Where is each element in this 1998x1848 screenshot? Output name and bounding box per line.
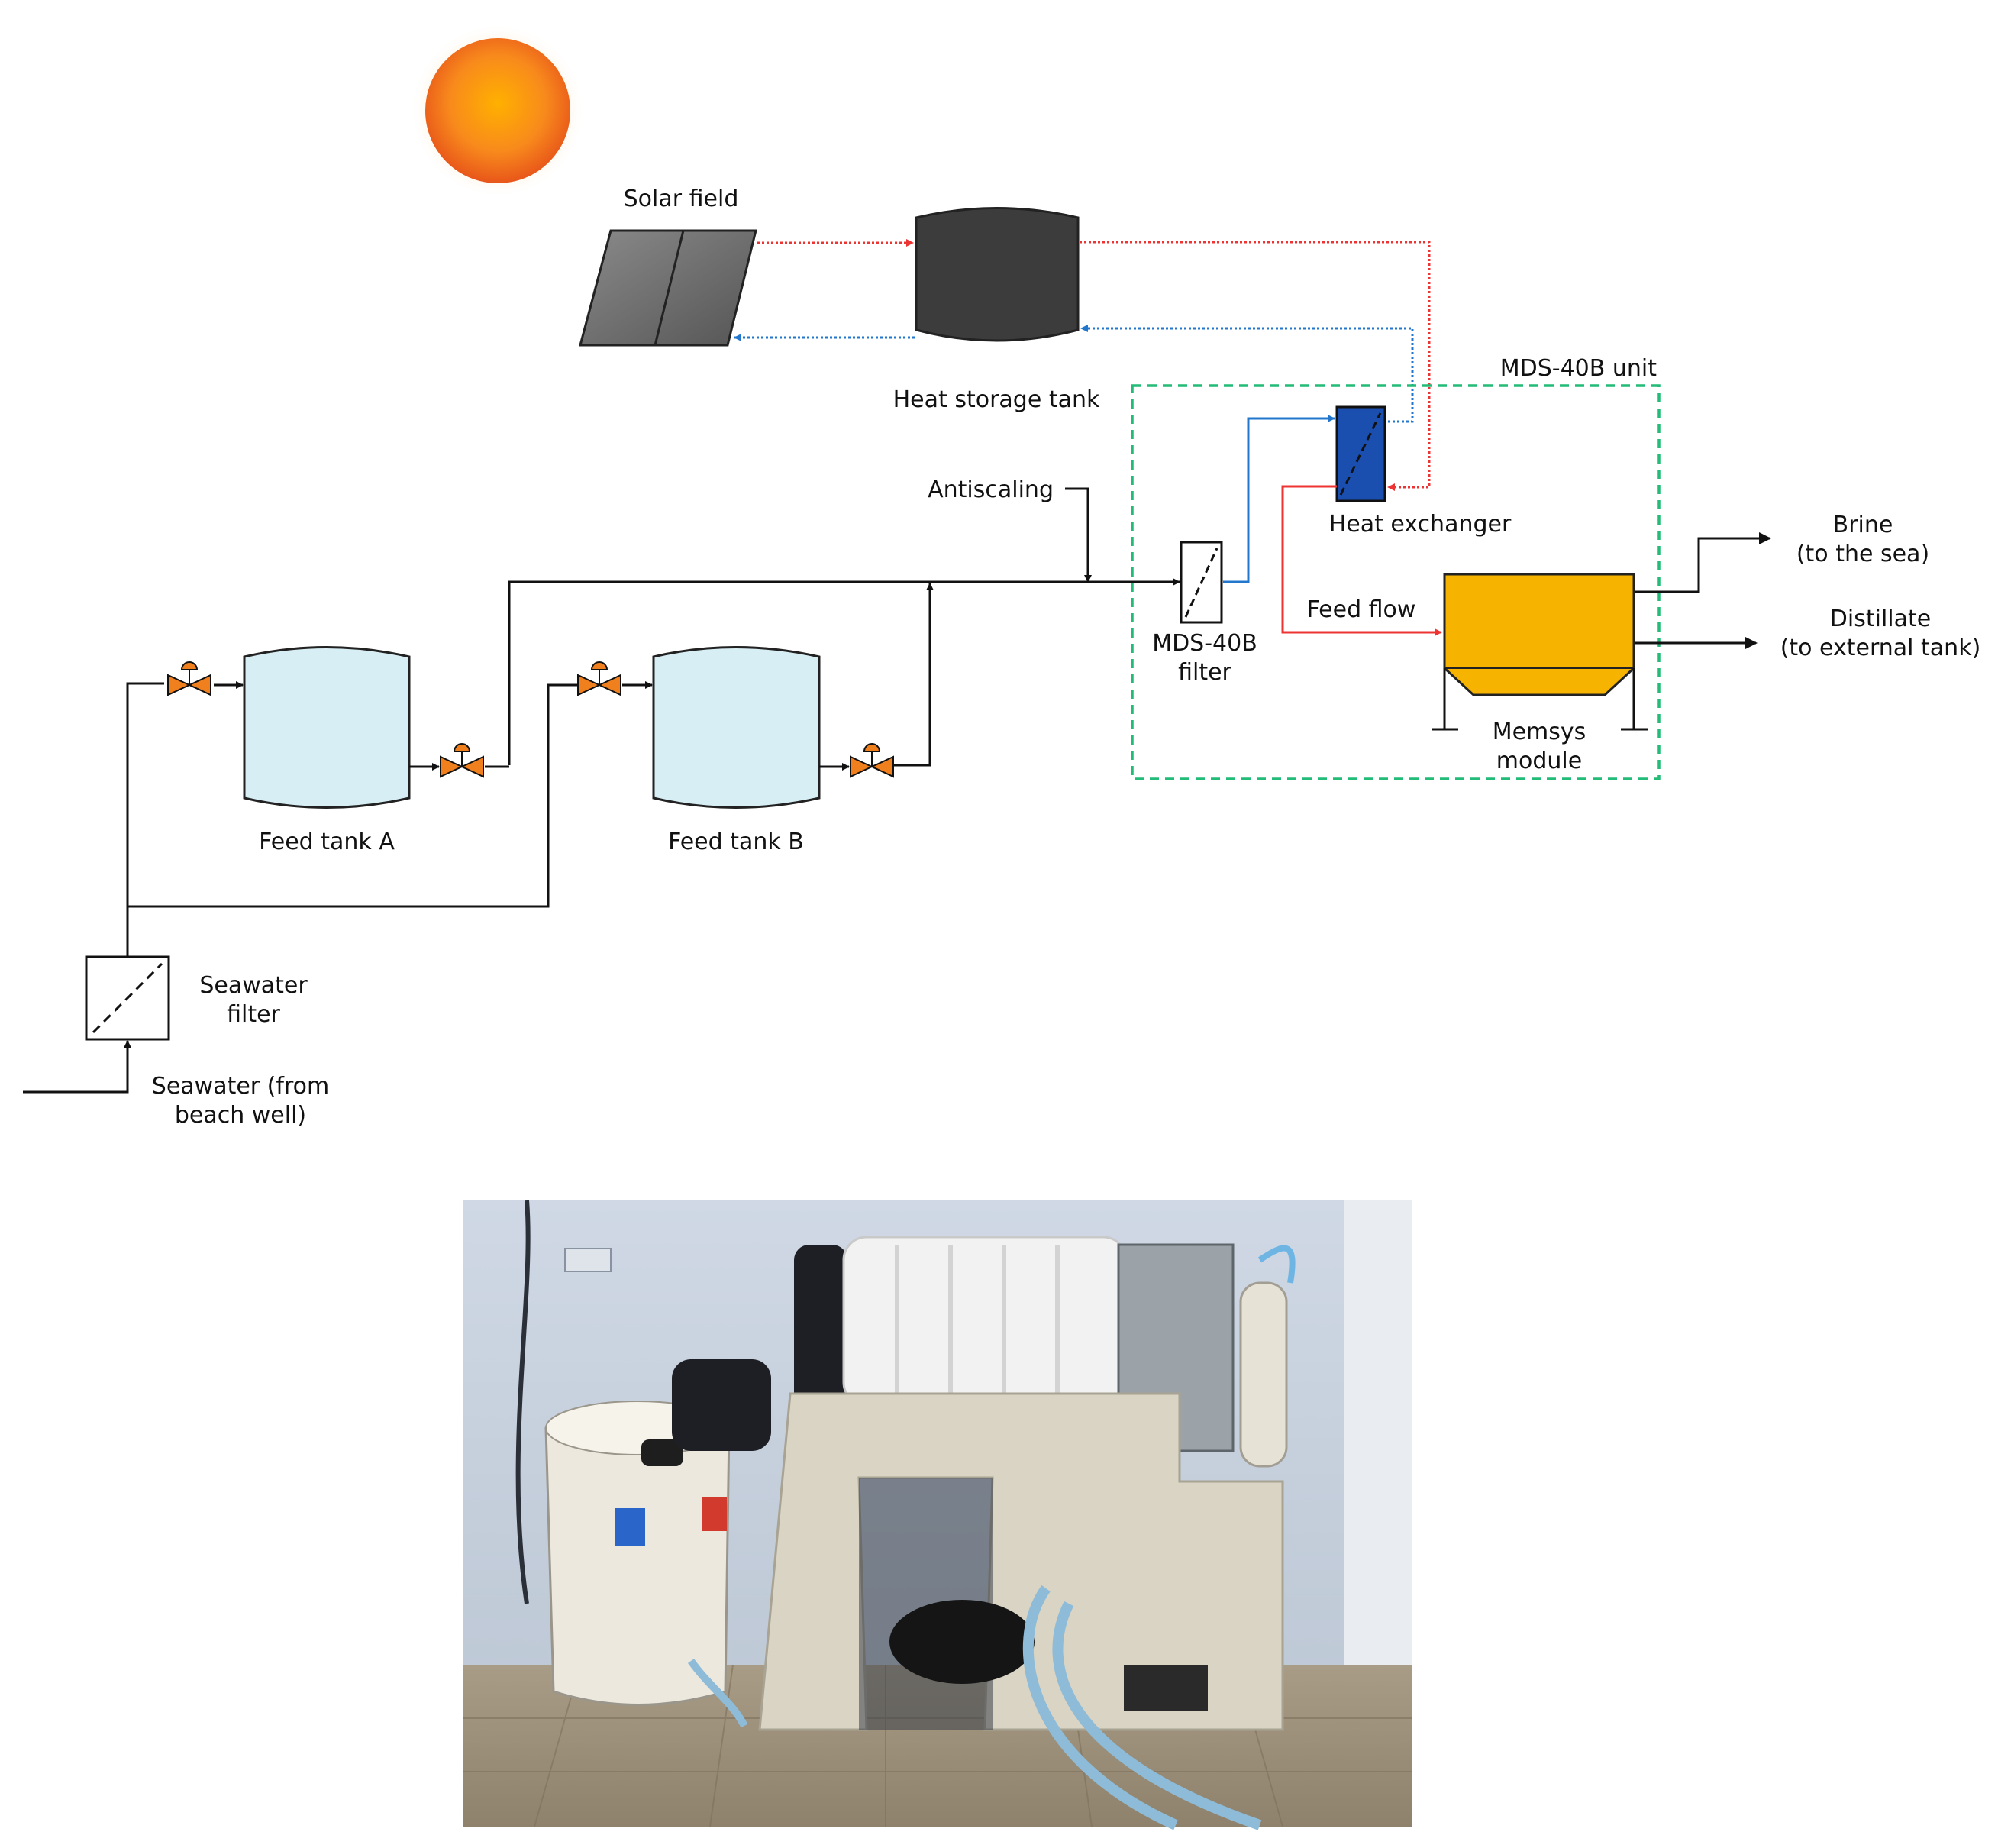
seawater-riser [126, 682, 164, 957]
brine-line [1635, 532, 1771, 593]
valve-icon[interactable] [440, 743, 484, 778]
heat-storage-tank [915, 207, 1080, 342]
feed-flow-line [1281, 485, 1442, 636]
distillate-label-1: Distillate [1830, 606, 1931, 632]
seawater-source-label-2: beach well) [175, 1102, 306, 1129]
main-feed-header [508, 578, 1180, 765]
seawater-inlet-line [23, 1040, 131, 1094]
sun-icon [410, 23, 586, 199]
feed-tank-a-label: Feed tank A [259, 829, 395, 855]
brine-label-1: Brine [1833, 512, 1893, 538]
mds-unit-label: MDS-40B unit [1500, 355, 1657, 382]
brine-label-2: (to the sea) [1796, 541, 1929, 567]
seawater-filter-label-1: Seawater [199, 972, 308, 999]
mds-filter-label-2: filter [1178, 659, 1231, 686]
solar-field-label: Solar field [624, 186, 739, 212]
mds-filter [1180, 541, 1223, 624]
heat-storage-tank-label: Heat storage tank [893, 386, 1100, 413]
antiscaling-line [1065, 487, 1092, 583]
solar-field [579, 229, 757, 347]
mds-filter-label-1: MDS-40B [1152, 630, 1257, 657]
solar-loop-lines [734, 239, 1431, 491]
seawater-source-label-1: Seawater (from [152, 1073, 329, 1100]
antiscaling-label: Antiscaling [928, 477, 1054, 503]
heat-exchanger-label: Heat exchanger [1329, 511, 1512, 538]
distillate-label-2: (to external tank) [1780, 635, 1981, 661]
feed-tank-b-label: Feed tank B [668, 829, 804, 855]
installation-photo [463, 1200, 1412, 1830]
memsys-label-2: module [1496, 748, 1582, 774]
filtered-feed-line [1223, 415, 1335, 583]
memsys-label-1: Memsys [1493, 719, 1586, 745]
mds-unit-boundary [1131, 384, 1661, 780]
feed-tank-a [243, 646, 411, 809]
feed-tank-b [652, 646, 821, 809]
seawater-filter [85, 955, 170, 1041]
memsys-module [1432, 573, 1648, 731]
tank-b-outlet-line [893, 583, 934, 767]
valve-icon[interactable] [577, 661, 621, 696]
seawater-filter-label-2: filter [227, 1001, 280, 1028]
valve-icon[interactable] [850, 743, 894, 778]
branch-to-tank-b [127, 683, 578, 908]
feed-flow-label: Feed flow [1307, 596, 1416, 623]
valve-icon[interactable] [167, 661, 211, 696]
heat-exchanger [1335, 405, 1386, 502]
